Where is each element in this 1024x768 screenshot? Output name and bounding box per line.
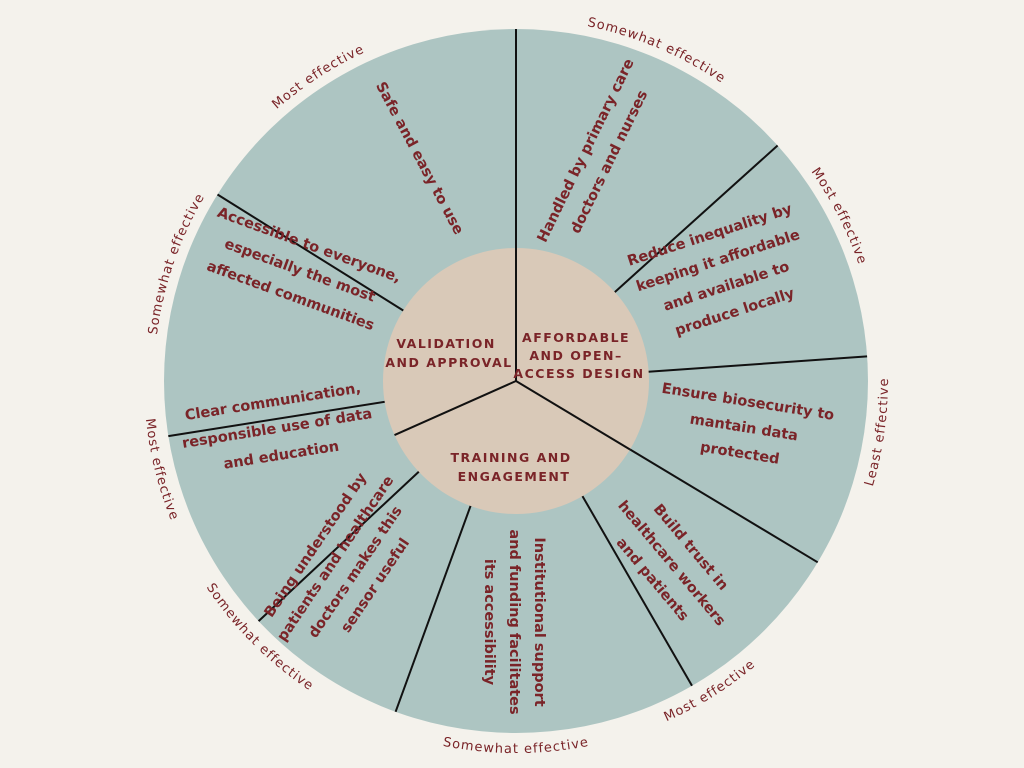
hub-divider [515,380,631,451]
segment-label: Institutional support and funding facilit… [481,529,547,714]
hub-dividers [394,248,631,451]
hub-labels: VALIDATION AND APPROVAL AFFORDABLE AND O… [385,330,644,484]
hub-divider [394,380,517,437]
segment-divider [626,446,819,564]
segment-dividers [168,29,868,713]
hub-label-validation: VALIDATION AND APPROVAL [385,336,512,370]
segment-label-line: and funding facilitates [506,529,522,714]
effectiveness-rating: Somewhat effective [442,735,590,757]
segment-divider [216,193,408,314]
segment-divider [579,492,693,687]
segment-divider [644,355,868,373]
segment-label-line: its accessibility [481,559,497,686]
segment-divider [257,468,423,622]
hub-label-affordable: AFFORDABLE AND OPEN– ACCESS DESIGN [513,330,644,381]
hub-label-training: TRAINING AND ENGAGEMENT [450,450,577,484]
segment-label-line: Institutional support [531,537,547,706]
segment-divider [611,144,779,296]
segment-divider [168,400,389,438]
segment-divider [394,501,473,713]
